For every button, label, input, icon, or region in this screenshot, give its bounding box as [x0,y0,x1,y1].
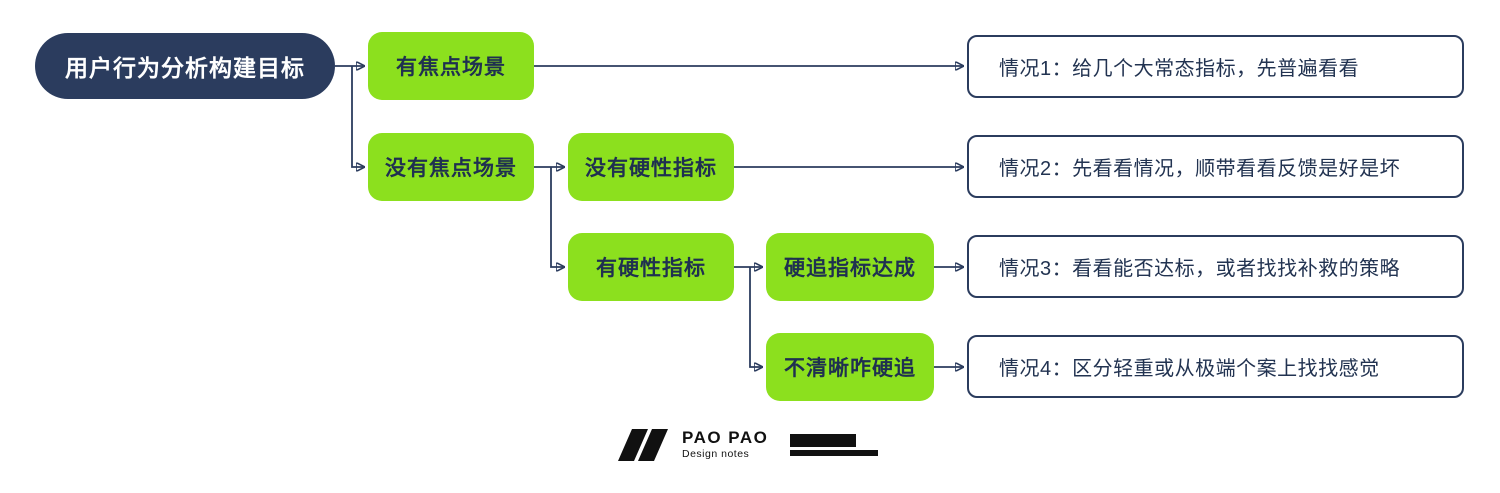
node-label: 没有焦点场景 [385,157,517,180]
node-no-hard-metric: 没有硬性指标 [568,133,734,201]
node-no-focus-scene: 没有焦点场景 [368,133,534,201]
outcome-label: 情况1：给几个大常态指标，先普遍看看 [999,58,1360,80]
logo-text-block: PAO PAO Design notes [682,429,768,460]
arrow-root-to-nofocus [351,66,365,167]
outcome-case-3: 情况3：看看能否达标，或者找找补救的策略 [967,235,1464,298]
logo-bars [790,434,879,456]
node-has-hard-metric: 有硬性指标 [568,233,734,301]
outcome-label: 情况3：看看能否达标，或者找找补救的策略 [999,258,1401,280]
node-has-focus-scene: 有焦点场景 [368,32,534,100]
arrow-nofocus-to-hard [550,167,565,267]
node-label: 没有硬性指标 [585,157,717,180]
outcome-label: 情况2：先看看情况，顺带看看反馈是好是坏 [999,158,1401,180]
node-root-goal: 用户行为分析构建目标 [35,33,335,99]
logo-brand-text: PAO PAO [682,428,769,448]
node-label: 有硬性指标 [596,257,706,280]
node-unclear-how-to-chase: 不清晰咋硬追 [766,333,934,401]
outcome-case-4: 情况4：区分轻重或从极端个案上找找感觉 [967,335,1464,398]
logo-subtitle-text: Design notes [682,448,750,461]
node-label: 有焦点场景 [396,56,506,79]
outcome-label: 情况4：区分轻重或从极端个案上找找感觉 [999,358,1380,380]
paopao-logo: PAO PAO Design notes [618,426,879,464]
arrow-hard-to-unclear [749,267,763,367]
node-chase-metric-achieved: 硬追指标达成 [766,233,934,301]
outcome-case-2: 情况2：先看看情况，顺带看看反馈是好是坏 [967,135,1464,198]
logo-mark-icon [618,429,668,461]
node-label: 硬追指标达成 [784,257,916,280]
outcome-case-1: 情况1：给几个大常态指标，先普遍看看 [967,35,1464,98]
node-root-label: 用户行为分析构建目标 [65,55,305,81]
logo-mark-shape-right [638,429,668,461]
logo-bar-bottom [790,450,879,456]
logo-bar-top [790,434,857,447]
node-label: 不清晰咋硬追 [784,357,916,380]
logo-mark-shape-left [618,429,648,461]
